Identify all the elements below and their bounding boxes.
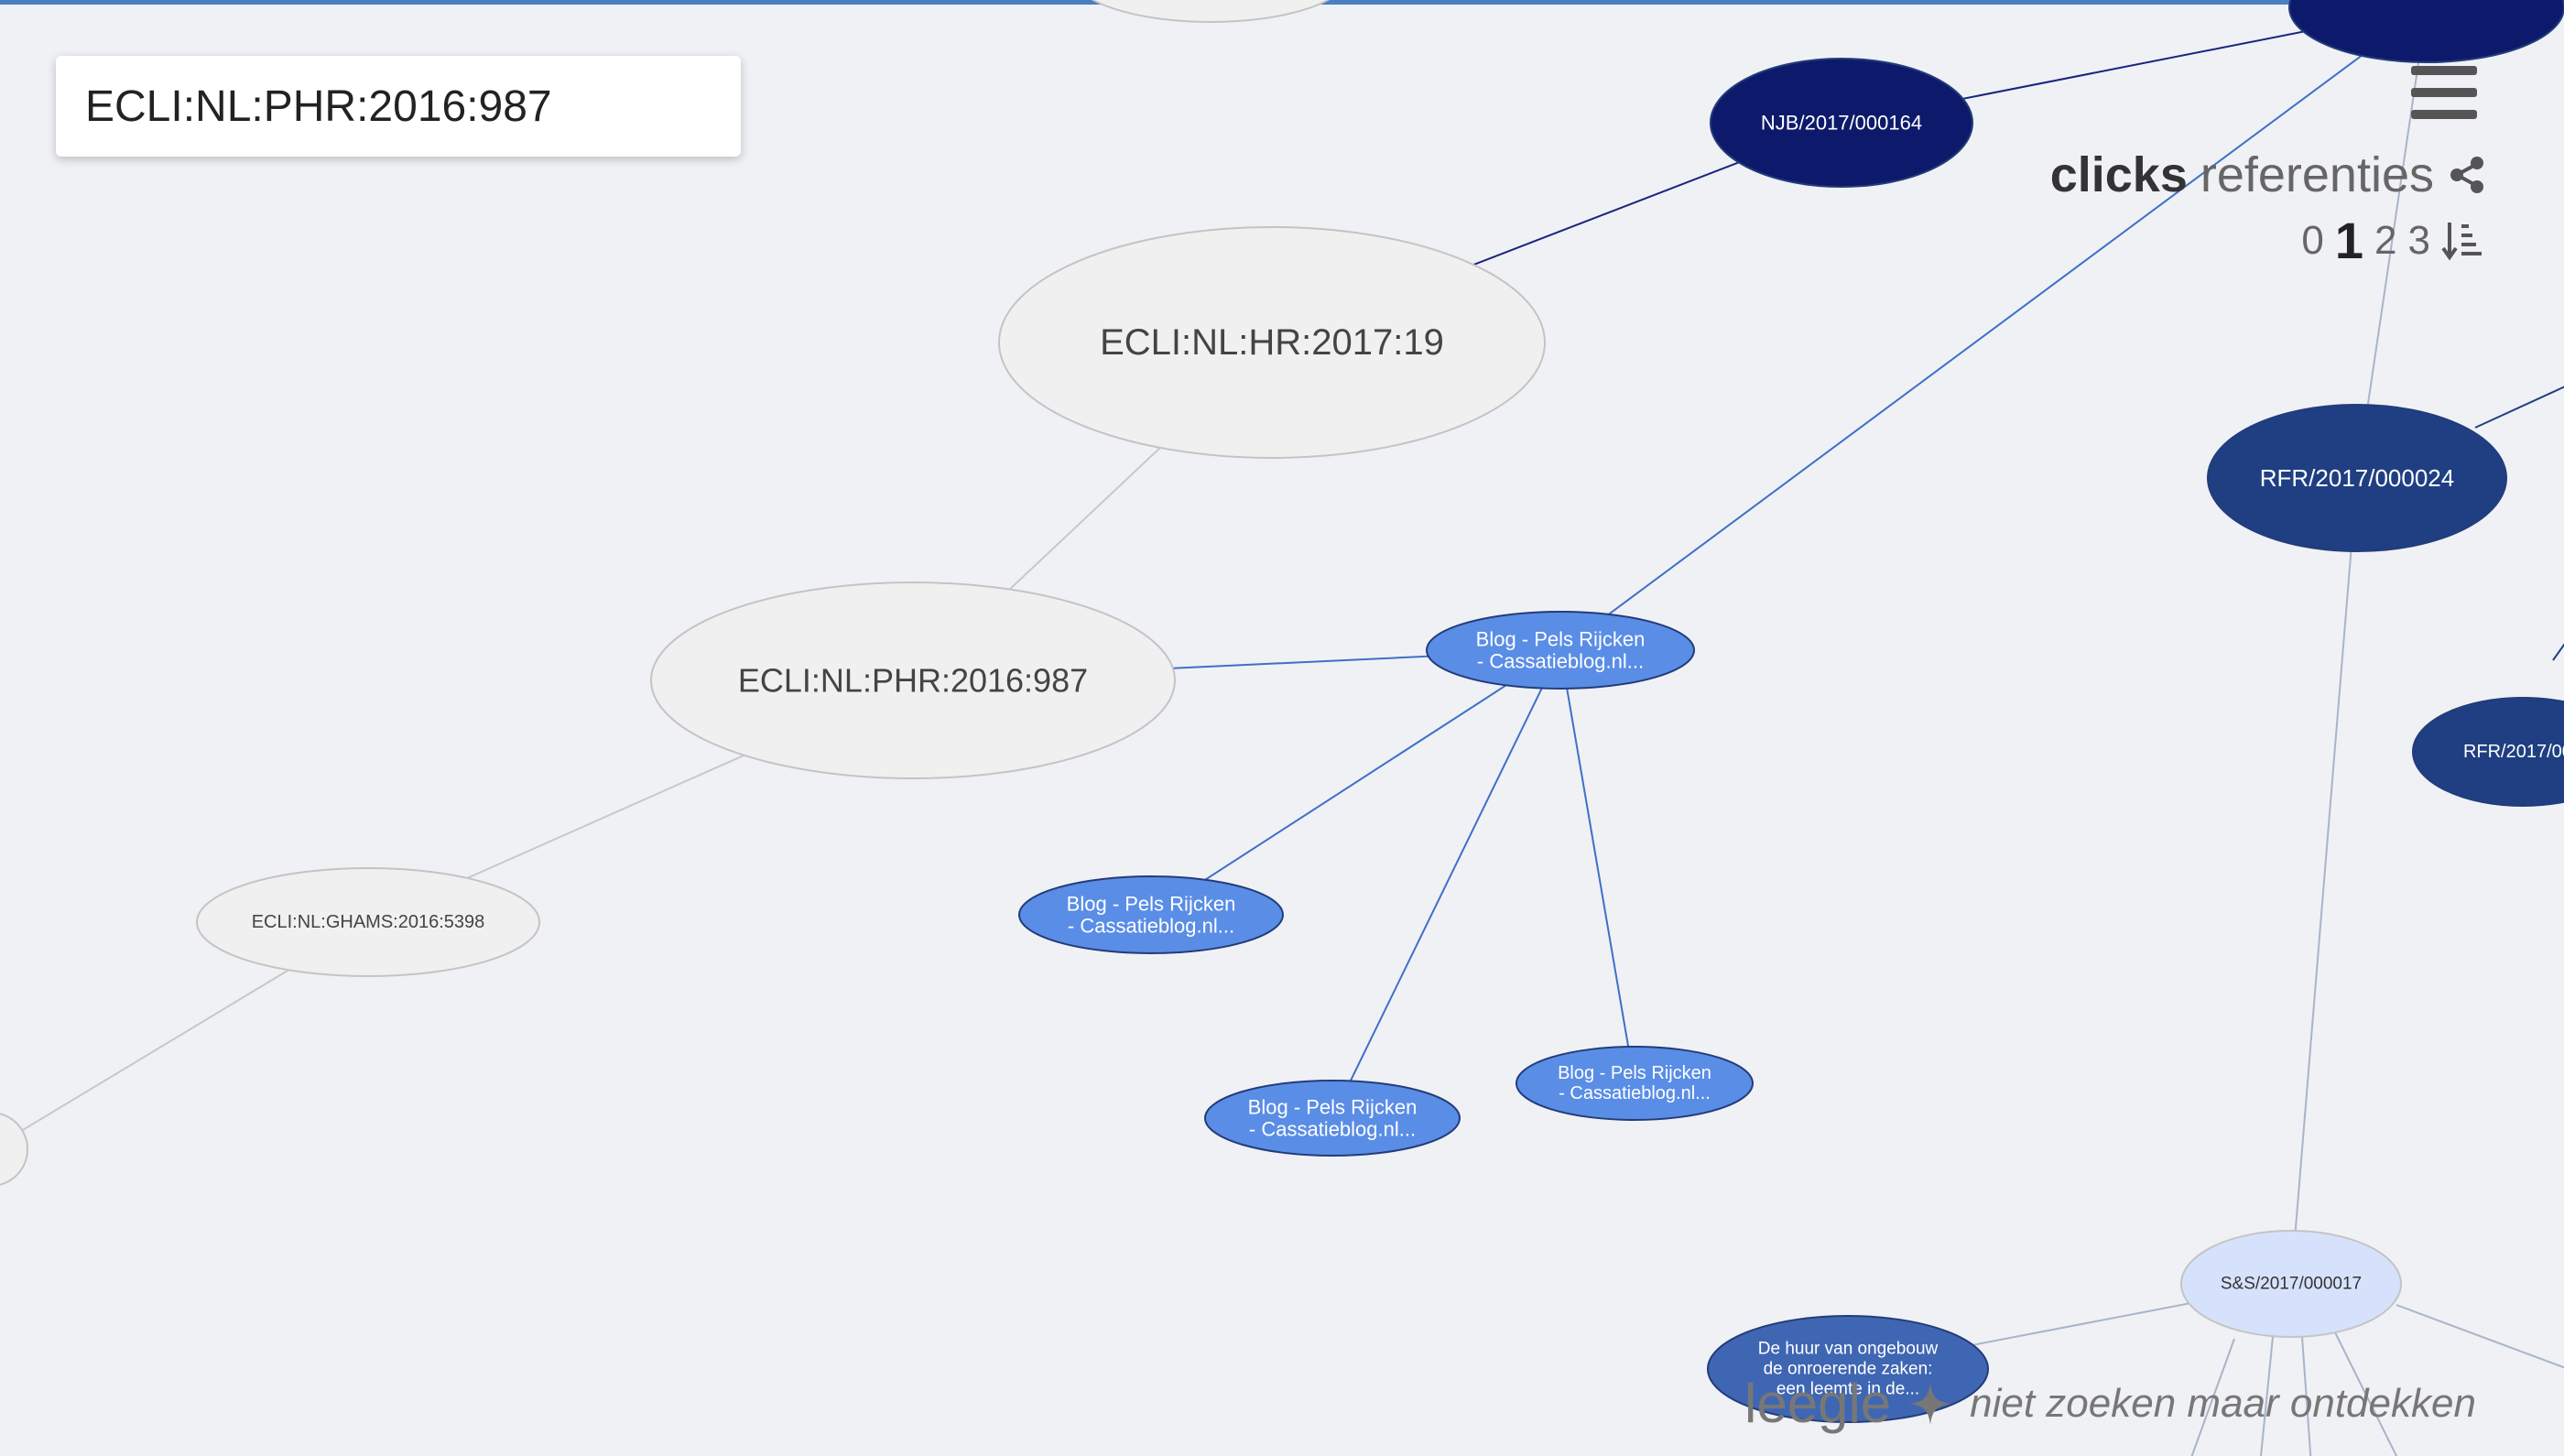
mode-clicks[interactable]: clicks [2049,147,2188,202]
graph-node-blog3[interactable]: Blog - Pels Rijcken- Cassatieblog.nl... [1204,1080,1461,1157]
graph-node-label: - Cassatieblog.nl... [1559,1083,1711,1103]
graph-edge-offscreen-6 [2396,1304,2564,1369]
graph-node-topright[interactable] [2288,0,2564,63]
graph-node-label: De huur van ongebouw [1758,1340,1939,1359]
graph-node-label: ECLI:NL:HR:2017:19 [1100,322,1444,363]
graph-node-label: RFR/2017/000 [2463,742,2564,762]
depth-selector: 0 1 2 3 [2301,211,2483,270]
search-input[interactable] [85,81,712,132]
graph-node-label: Blog - Pels Rijcken [1248,1096,1418,1119]
graph-edge-offscreen-5 [2334,1331,2398,1456]
graph-edge-blog1-blog4 [1559,649,1635,1084]
graph-node-label: NJB/2017/000164 [1761,112,1922,135]
graph-edge-blog1-blog3 [1331,649,1561,1119]
graph-node-label: RFR/2017/000024 [2260,464,2454,492]
graph-node-shape[interactable] [196,867,540,977]
graph-edge-blog1-blog2 [1150,649,1561,916]
graph-node-label: de onroerende zaken: [1764,1360,1933,1379]
search-box[interactable] [56,56,741,157]
graph-node-blog1[interactable]: Blog - Pels Rijcken- Cassatieblog.nl... [1426,611,1695,690]
mode-selector: clicks referenties [2050,147,2487,203]
graph-edge-offscreen-4 [2301,1336,2312,1456]
graph-node-label: ECLI:NL:GHAMS:2016:5398 [252,912,485,932]
graph-node-shape[interactable] [2207,404,2507,552]
footer-branding: leegle niet zoeken maar ontdekken [1744,1372,2476,1435]
sparkle-icon [1909,1382,1952,1425]
depth-1[interactable]: 1 [2334,212,2364,269]
graph-node-shape[interactable] [1018,875,1284,954]
graph-node-label: S&S/2017/000017 [2221,1275,2362,1294]
graph-node-rfr24[interactable]: RFR/2017/000024 [2207,404,2507,552]
graph-node-blog2[interactable]: Blog - Pels Rijcken- Cassatieblog.nl... [1018,875,1284,954]
graph-edge-offscreen-3 [2259,1336,2274,1456]
graph-node-label: Blog - Pels Rijcken [1558,1063,1711,1083]
graph-node-blog4[interactable]: Blog - Pels Rijcken- Cassatieblog.nl... [1516,1046,1754,1121]
graph-node-label: Blog - Pels Rijcken [1476,628,1646,651]
depth-3[interactable]: 3 [2407,217,2430,263]
graph-node-shape[interactable] [2288,0,2564,63]
graph-node-shape[interactable] [0,1113,28,1186]
graph-node-label: - Cassatieblog.nl... [1068,915,1234,938]
graph-node-label: Blog - Pels Rijcken [1067,893,1236,916]
graph-node-hr19[interactable]: ECLI:NL:HR:2017:19 [998,226,1546,459]
graph-node-shape[interactable] [1204,1080,1461,1157]
graph-edge-offscreen-1 [2552,643,2564,661]
graph-node-phr987[interactable]: ECLI:NL:PHR:2016:987 [650,581,1176,779]
hamburger-menu-icon[interactable] [2411,66,2477,123]
graph-node-shape[interactable] [650,581,1176,779]
graph-node-label: ECLI:NL:PHR:2016:987 [738,662,1088,700]
share-icon[interactable] [2447,155,2487,195]
sort-icon[interactable] [2441,219,2483,263]
graph-node-label: - Cassatieblog.nl... [1249,1118,1416,1141]
graph-edge-offscreen-2 [2190,1338,2235,1456]
graph-node-shape[interactable] [2412,697,2564,807]
graph-node-topnode[interactable] [1073,0,1348,23]
depth-2[interactable]: 2 [2374,217,2397,263]
graph-node-ghams[interactable]: ECLI:NL:GHAMS:2016:5398 [196,867,540,977]
brand-name: leegle [1744,1373,1892,1434]
graph-node-shape[interactable] [2180,1230,2402,1338]
graph-node-ss17[interactable]: S&S/2017/000017 [2180,1230,2402,1338]
graph-edge-rfr24-ss17 [2290,477,2358,1285]
graph-node-shape[interactable] [1516,1046,1754,1121]
graph-node-rfr2[interactable]: RFR/2017/000 [2412,697,2564,807]
graph-node-leftedge[interactable] [0,1113,28,1186]
graph-node-njb[interactable]: NJB/2017/000164 [1710,58,1973,188]
mode-referenties[interactable]: referenties [2200,147,2434,202]
graph-node-label: - Cassatieblog.nl... [1477,650,1644,673]
graph-node-shape[interactable] [1426,611,1695,690]
graph-edge-offscreen-0 [2474,386,2564,429]
graph-node-shape[interactable] [1073,0,1348,23]
graph-node-shape[interactable] [1710,58,1973,188]
graph-node-label: een leemte in de... [1776,1380,1919,1399]
tagline: niet zoeken maar ontdekken [1970,1380,2476,1426]
depth-0[interactable]: 0 [2301,217,2324,263]
graph-node-shape[interactable] [1707,1315,1989,1423]
graph-edge-topright-rfr24 [2356,6,2428,479]
graph-edge-blog1-topright [1559,6,2428,651]
graph-node-shape[interactable] [998,226,1546,459]
